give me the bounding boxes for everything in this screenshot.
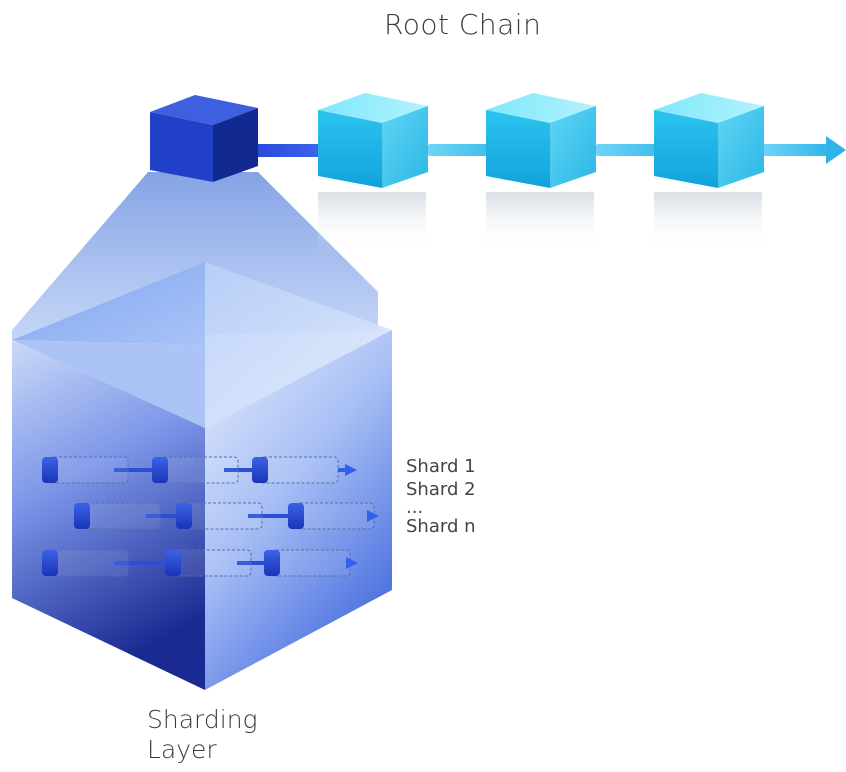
shard-label-n: Shard n (406, 516, 476, 537)
shard-2-block-2 (183, 502, 263, 530)
root-block-4-left (654, 110, 718, 188)
shard-label-2: Shard 2 (406, 479, 476, 500)
root-block-3-top (486, 93, 596, 123)
shard-2-block-3-cap (288, 503, 304, 529)
shard-1-arrow-icon (345, 464, 357, 476)
shard-2-block-2-cap (176, 503, 192, 529)
shard-label-1: Shard 1 (406, 456, 476, 477)
root-block-1 (150, 95, 258, 182)
prism-left-face (12, 340, 205, 690)
shard-3-block-1-cap (42, 550, 58, 576)
shard-2-link-1 (146, 514, 182, 518)
shard-1-block-3 (259, 456, 339, 484)
root-link-4 (760, 144, 830, 156)
root-block-1-top (150, 95, 258, 125)
root-block-2 (318, 93, 428, 252)
shard-1-block-3-cap (252, 457, 268, 483)
sharding-layer-label-line1: Sharding (147, 705, 258, 734)
sharding-layer-prism (12, 262, 392, 690)
shard-1-block-1-cap (42, 457, 58, 483)
shard-1-block-2 (159, 456, 239, 484)
shard-2-block-1 (81, 502, 161, 530)
root-block-4-top (654, 93, 764, 123)
shard-label-ellipsis: ... (406, 497, 424, 518)
shard-3-link-1 (114, 561, 171, 565)
root-block-2-top (318, 93, 428, 123)
shard-2-link-2 (248, 514, 294, 518)
shard-3-block-3 (271, 549, 351, 577)
shard-2-block-3 (295, 502, 375, 530)
root-block-3 (486, 93, 596, 252)
root-block-4-right (718, 106, 764, 188)
root-block-3-right (550, 106, 596, 188)
shard-2-block-1-cap (74, 503, 90, 529)
shard-3-block-2 (172, 549, 252, 577)
root-block-4 (654, 93, 764, 252)
shard-1-block-2-cap (152, 457, 168, 483)
root-block-3-shadow (486, 192, 594, 252)
prism-top-right (205, 262, 392, 428)
shard-rows (42, 456, 379, 577)
root-block-2-left (318, 110, 382, 188)
shard-3-arrow-icon (346, 557, 358, 569)
shard-3-block-3-cap (264, 550, 280, 576)
shard-3-block-1 (49, 549, 129, 577)
shard-label-list: Shard 1 Shard 2 ... Shard n (406, 455, 476, 538)
root-block-1-right (213, 108, 258, 182)
shard-1-link-1 (114, 468, 158, 472)
shard-3-link-2 (237, 561, 270, 565)
shard-1-block-1 (49, 456, 129, 484)
root-block-2-shadow (318, 192, 426, 252)
root-block-1-left (150, 112, 213, 182)
shard-2-arrow-icon (367, 510, 379, 522)
sharding-layer-label-line2: Layer (147, 735, 217, 764)
shard-1-tail (338, 468, 345, 472)
prism-top-left (12, 262, 205, 345)
sharding-layer-label: Sharding Layer (147, 705, 258, 765)
root-chain-title: Root Chain (384, 8, 542, 41)
root-block-3-left (486, 110, 550, 188)
root-block-4-shadow (654, 192, 762, 252)
shard-1-link-2 (224, 468, 258, 472)
root-block-2-right (382, 106, 428, 188)
shard-3-block-2-cap (165, 550, 181, 576)
root-chain-arrow-icon (826, 136, 846, 164)
